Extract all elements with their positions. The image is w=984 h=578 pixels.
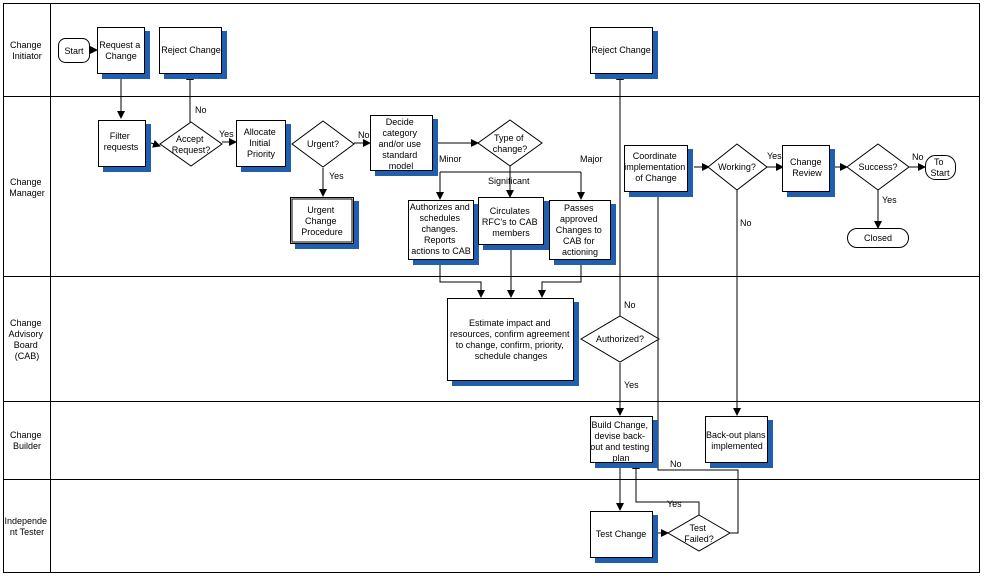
filter-requests-box [98, 120, 146, 167]
build-change-label: Build Change, devise back- out and testi… [590, 420, 652, 463]
start-label: Start [64, 46, 84, 56]
working-diamond [707, 143, 768, 191]
backout-box [705, 416, 768, 463]
urgent-yes-label: Yes [329, 171, 344, 181]
urgent-diamond [291, 120, 355, 168]
authorizes-label: Authorizes and schedules changes. Report… [410, 202, 473, 256]
lane-label-builder: Change Builder [10, 430, 44, 451]
urgent-procedure-border [291, 198, 353, 243]
estimate-label: Estimate impact and resources, confirm a… [450, 318, 572, 361]
test-no-label: No [670, 459, 682, 469]
circulates-box [478, 197, 544, 245]
to-start-terminator [925, 155, 956, 180]
success-label: Success? [858, 162, 897, 172]
connectors [90, 46, 926, 537]
node-texts: Start Request a Change Reject Change Rej… [64, 40, 950, 544]
request-change-box [97, 27, 145, 74]
lane-label-tester: Independe nt Tester [4, 516, 49, 537]
type-of-change-diamond [477, 119, 543, 167]
process-boxes [97, 27, 830, 558]
major-label: Major [580, 154, 603, 164]
success-yes-label: Yes [882, 195, 897, 205]
request-change-label: Request a Change [99, 40, 143, 61]
reject-change-label-manager: Reject Change [591, 45, 651, 55]
success-no-label: No [912, 152, 924, 162]
urgent-procedure-box [290, 197, 354, 244]
edge-labels: No Yes No Yes Minor Significant Major Ye… [195, 105, 924, 509]
coordinate-label: Coordinate implementation of Change [624, 151, 688, 183]
working-no-label: No [740, 218, 752, 228]
allocate-priority-box [236, 120, 286, 167]
authorized-no-label: No [624, 300, 636, 310]
change-review-label: Change Review [790, 157, 824, 178]
circulates-label: Circulates RFC's to CAB members [482, 206, 540, 238]
swimlane-frame [3, 3, 980, 573]
coordinate-box [624, 145, 688, 192]
allocate-priority-label: Allocate Initial Priority [244, 127, 279, 159]
passes-label: Passes approved Changes to CAB for actio… [556, 203, 605, 257]
estimate-box [447, 298, 574, 381]
reject-change-box-manager [590, 27, 653, 74]
accept-yes-label: Yes [219, 129, 234, 139]
decide-category-label: Decide category and/or use standard mode… [378, 117, 423, 171]
change-review-box [782, 145, 830, 192]
reject-change-box-initiator [159, 27, 222, 74]
box-shadows [102, 31, 835, 563]
lane-label-cab: Change Advisory Board (CAB) [8, 318, 45, 361]
backout-label: Back-out plans implemented [706, 430, 768, 451]
start-terminator [58, 38, 90, 63]
minor-label: Minor [439, 154, 462, 164]
terminators [58, 38, 956, 248]
passes-box [549, 200, 611, 260]
urgent-no-label: No [358, 130, 370, 140]
type-of-change-label: Type of change? [493, 133, 528, 154]
test-failed-label: Test Failed? [684, 523, 714, 544]
to-start-label: To Start [930, 157, 950, 178]
test-change-label: Test Change [596, 529, 647, 539]
authorized-diamond [580, 315, 660, 363]
decisions [159, 119, 910, 552]
accept-request-label: Accept Request? [172, 134, 211, 155]
test-yes-label: Yes [667, 499, 682, 509]
lane-label-initiator: Change Initiator [10, 40, 44, 61]
lane-label-manager: Change Manager [9, 177, 45, 198]
decide-category-box [370, 115, 433, 171]
build-change-box [590, 416, 653, 463]
test-change-box [590, 511, 653, 558]
working-label: Working? [718, 162, 756, 172]
urgent-label: Urgent? [307, 139, 339, 149]
accept-request-diamond [159, 121, 223, 167]
filter-requests-label: Filter requests [104, 131, 139, 152]
closed-terminator [847, 228, 909, 248]
closed-label: Closed [864, 233, 892, 243]
test-failed-diamond [667, 514, 731, 552]
urgent-procedure-label: Urgent Change Procedure [301, 205, 343, 237]
authorizes-box [408, 200, 474, 260]
working-yes-label: Yes [767, 151, 782, 161]
reject-change-label-initiator: Reject Change [161, 45, 221, 55]
accept-no-label: No [195, 105, 207, 115]
authorized-label: Authorized? [596, 334, 644, 344]
significant-label: Significant [488, 176, 530, 186]
authorized-yes-label: Yes [624, 380, 639, 390]
success-diamond [846, 143, 910, 191]
